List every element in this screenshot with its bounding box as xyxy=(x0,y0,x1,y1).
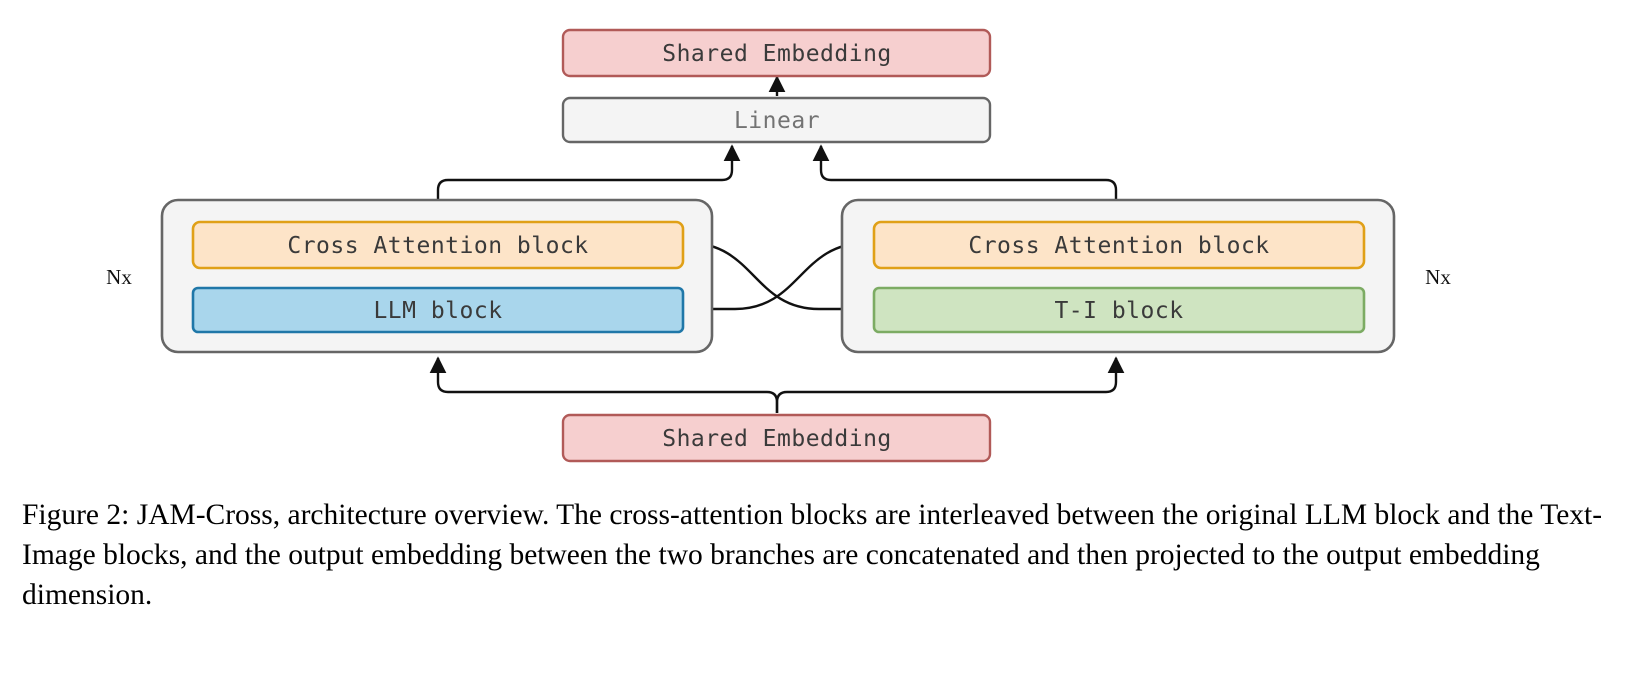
top-shared-embedding-box[interactable] xyxy=(561,28,992,78)
node-linear[interactable]: Linear xyxy=(561,96,992,144)
node-top-shared-embedding[interactable]: Shared Embedding xyxy=(561,28,992,78)
edge-left-branch-to-linear xyxy=(436,144,741,199)
right-cross-attention-label: Cross Attention block xyxy=(968,233,1269,259)
edge-right-branch-to-linear xyxy=(812,144,1118,199)
edge-bottom-embedding-to-right-branch xyxy=(775,356,1125,413)
top-shared-embedding-label: Shared Embedding xyxy=(662,41,892,67)
node-ti-block[interactable]: T-I block xyxy=(872,286,1366,334)
linear-label: Linear xyxy=(734,108,820,134)
right-repeat-label: Nx xyxy=(1425,265,1451,289)
bottom-shared-embedding-label: Shared Embedding xyxy=(662,426,892,452)
right-cross-attention-box[interactable] xyxy=(872,220,1366,270)
bottom-shared-embedding-box[interactable] xyxy=(561,413,992,463)
ti-block-box[interactable] xyxy=(872,286,1366,334)
llm-block-box[interactable] xyxy=(191,286,685,334)
figure-caption: Figure 2: JAM-Cross, architecture overvi… xyxy=(22,499,1603,611)
edge-bottom-embedding-to-left-branch xyxy=(429,356,779,413)
architecture-diagram: Shared Embedding Linear Cross Attention … xyxy=(106,28,1451,463)
node-right-cross-attention[interactable]: Cross Attention block xyxy=(872,220,1366,270)
right-branch: Cross Attention block T-I block xyxy=(840,198,1396,354)
llm-block-label: LLM block xyxy=(373,298,502,324)
node-llm-block[interactable]: LLM block xyxy=(191,286,685,334)
left-cross-attention-label: Cross Attention block xyxy=(287,233,588,259)
left-branch: Cross Attention block LLM block xyxy=(160,198,714,354)
left-cross-attention-box[interactable] xyxy=(191,220,685,270)
left-repeat-label: Nx xyxy=(106,265,132,289)
node-bottom-shared-embedding[interactable]: Shared Embedding xyxy=(561,413,992,463)
diagram-canvas: Shared Embedding Linear Cross Attention … xyxy=(106,28,1451,463)
linear-box[interactable] xyxy=(561,96,992,144)
node-left-cross-attention[interactable]: Cross Attention block xyxy=(191,220,685,270)
ti-block-label: T-I block xyxy=(1054,298,1183,324)
